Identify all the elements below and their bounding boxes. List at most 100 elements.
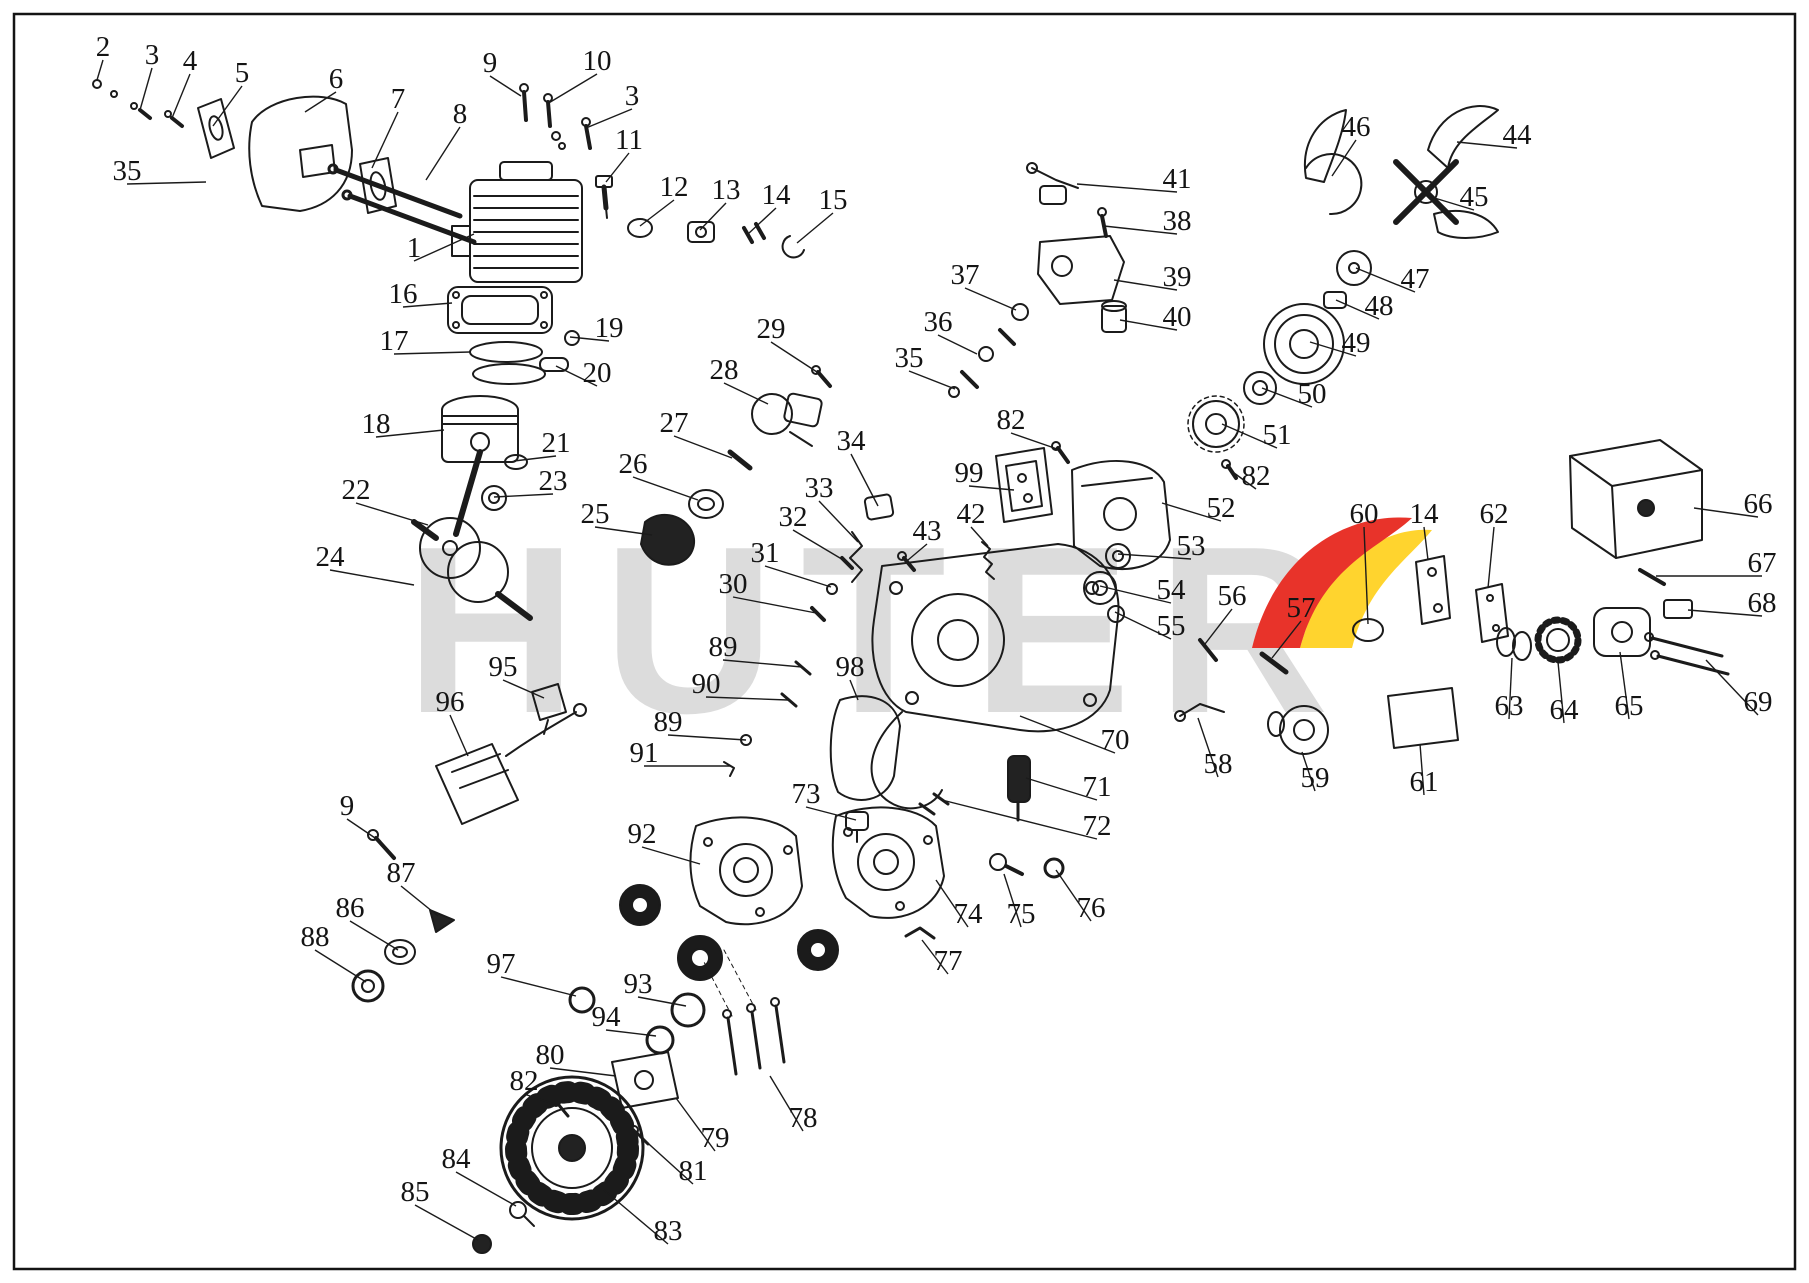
head-screws [519,83,592,150]
part-number-21: 21 [542,427,571,459]
part-number-79: 79 [701,1122,730,1154]
pawl-chain [948,303,1029,398]
part-number-46: 46 [1342,111,1371,143]
leader-line-30 [732,596,817,614]
oil-seal [688,489,724,519]
needle-56 [1198,638,1218,662]
nut-85 [472,1234,492,1254]
part-number-76: 76 [1077,892,1106,924]
cover-gasket [359,157,397,214]
leader-line-13 [699,202,727,231]
leader-line-89 [722,659,803,668]
part-number-84: 84 [442,1143,472,1175]
buffer-73 [845,811,869,843]
leader-line-95 [502,679,545,699]
part-number-9: 9 [483,47,498,79]
part-number-20: 20 [583,357,612,389]
part-number-14: 14 [762,179,792,211]
leader-line-68 [1687,609,1763,617]
leader-line-39 [1113,279,1178,291]
part-number-17: 17 [380,325,409,357]
part-number-5: 5 [235,57,250,89]
leader-line-31 [764,565,832,588]
shaft-57 [1259,651,1289,675]
leader-line-70 [1019,715,1116,754]
pawl-87 [429,909,455,933]
nut-76 [1043,857,1065,879]
leader-line-2 [96,59,104,81]
rewind-spring [1305,153,1363,216]
part-number-77: 77 [934,945,963,977]
part-number-80: 80 [536,1039,565,1071]
part-number-23: 23 [539,465,568,497]
part-number-83: 83 [654,1215,683,1247]
part-number-36: 36 [924,306,953,338]
washer-47 [1336,250,1372,286]
piston-pin [539,357,569,372]
bracket-plate [197,98,235,159]
part-number-55: 55 [1157,610,1186,642]
leader-line-82 [1010,432,1061,451]
leader-line-65 [1619,651,1630,720]
piston-rings [469,341,546,385]
part-number-6: 6 [329,63,344,95]
pump-housing-65 [1593,607,1651,657]
leader-line-22 [355,502,429,526]
part-number-99: 99 [955,457,984,489]
part-number-28: 28 [710,354,739,386]
part-number-70: 70 [1101,724,1130,756]
crankcase-body [870,543,1120,810]
part-number-47: 47 [1401,263,1430,295]
leader-line-21 [513,455,557,462]
bracket-14 [1415,555,1451,625]
drum-59 [1267,705,1329,755]
lever-58 [1174,703,1225,722]
leader-line-93 [637,996,687,1007]
leader-line-3 [139,67,153,111]
watermark-swoosh-red-icon [1252,517,1412,648]
part-number-14: 14 [1410,498,1440,530]
part-number-12: 12 [660,171,689,203]
plate-61 [1387,687,1459,749]
worm-gear-64 [1534,616,1582,664]
part-number-97: 97 [487,948,516,980]
leader-line-80 [549,1067,617,1077]
part-number-73: 73 [792,778,821,810]
leader-line-27 [673,435,733,459]
part-number-26: 26 [619,448,648,480]
leader-line-20 [555,365,598,387]
part-number-25: 25 [581,498,610,530]
ring-88 [351,969,385,1003]
starter-rotor [1393,159,1459,225]
ignition-module-96 [435,703,587,825]
leader-line-17 [393,351,471,355]
leader-line-96 [449,714,469,757]
leader-line-34 [850,453,879,507]
leader-line-25 [594,526,653,536]
pawl-84 [509,1201,535,1227]
diagram-border [12,12,1797,1271]
leader-line-99 [968,485,1015,491]
leader-line-5 [212,85,243,127]
part-number-82: 82 [1242,460,1271,492]
part-number-78: 78 [789,1102,818,1134]
leader-line-23 [493,493,554,498]
leader-line-24 [329,569,415,586]
leader-line-9 [346,818,379,841]
case-screws-78 [703,949,786,1076]
part-number-27: 27 [660,407,689,439]
leader-line-14 [747,207,777,235]
part-number-66: 66 [1744,488,1773,520]
part-number-60: 60 [1350,498,1379,530]
ball-bearings [619,884,839,981]
part-number-58: 58 [1204,748,1233,780]
catcher-63 [1496,627,1532,661]
leader-line-3 [585,108,633,129]
part-number-35: 35 [113,155,142,187]
screw-82a [1051,441,1070,464]
part-number-7: 7 [391,83,406,115]
leader-line-82 [523,1093,561,1107]
